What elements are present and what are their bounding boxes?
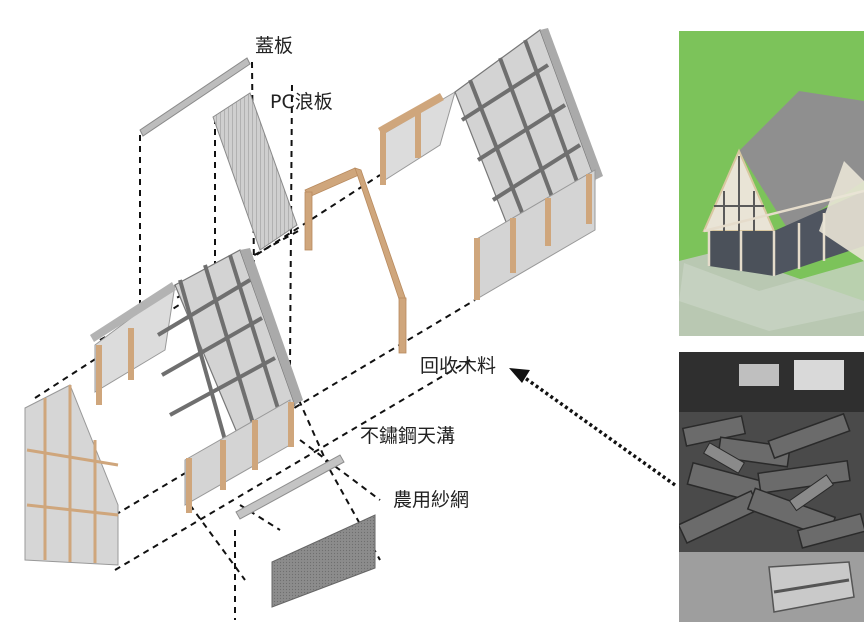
lower-greenhouse-module <box>90 248 303 513</box>
dotted-arrow <box>509 368 677 487</box>
agricultural-net-component <box>271 514 376 608</box>
stainless-gutter-component <box>235 454 345 520</box>
label-cover-plate: 蓋板 <box>255 35 293 57</box>
pc-corrugated-sheet-component <box>212 92 298 251</box>
upper-greenhouse-module <box>378 28 603 301</box>
gable-end-wall <box>24 384 119 566</box>
recycled-wood-pile-photo <box>679 352 864 622</box>
label-pc-corrugated-sheet: PC浪板 <box>270 91 333 113</box>
greenhouse-render-photo <box>679 31 864 336</box>
arrowhead-icon <box>509 368 530 383</box>
cover-plate-component <box>139 57 251 137</box>
label-recycled-wood: 回收木料 <box>420 355 496 377</box>
label-agricultural-net: 農用紗網 <box>393 489 469 511</box>
recycled-wood-frame-component <box>304 167 407 354</box>
label-stainless-gutter: 不鏽鋼天溝 <box>360 425 455 447</box>
